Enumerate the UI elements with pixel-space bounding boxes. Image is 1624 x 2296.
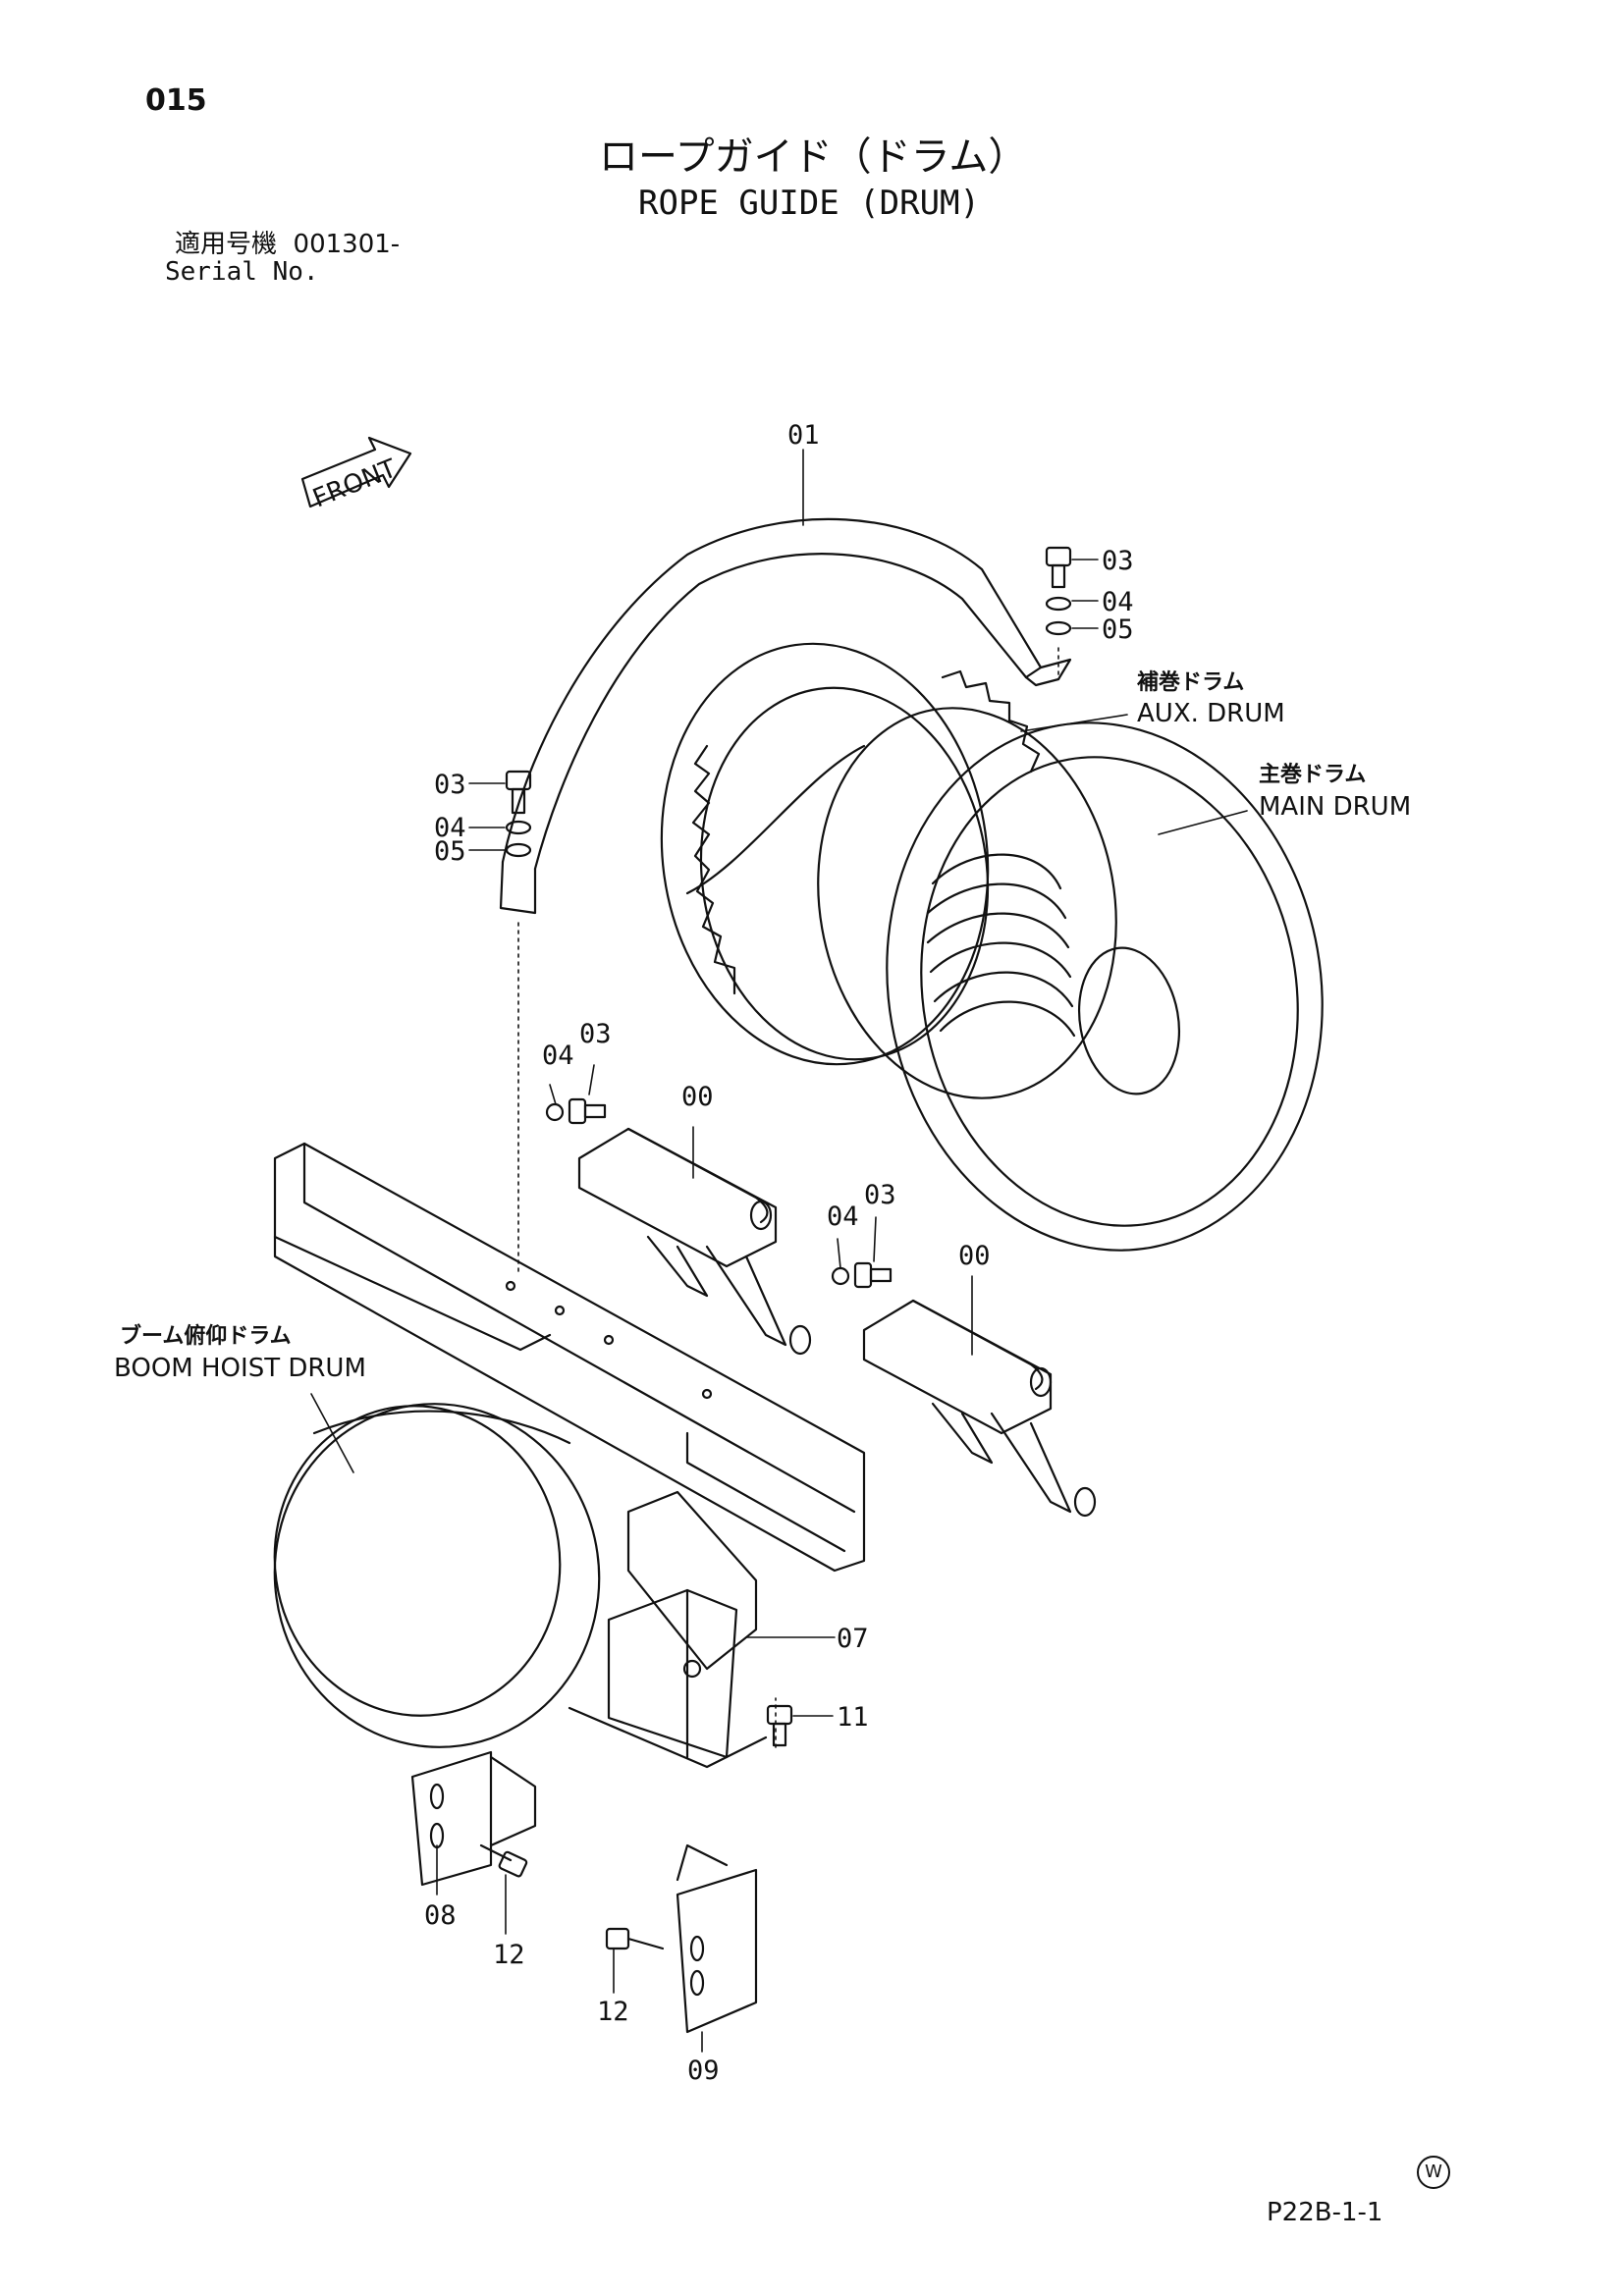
part-number-04: 04 — [827, 1201, 859, 1232]
bolt-12-right — [605, 1927, 665, 1950]
front-arrow-icon: FRONT — [300, 436, 412, 514]
bolt-11 — [766, 1704, 793, 1747]
title-japanese: ロープガイド（ドラム） — [599, 134, 1028, 180]
part-number-11: 11 — [837, 1702, 869, 1733]
boom-hoist-drum — [273, 1403, 601, 1748]
rope-guide-band — [499, 517, 1072, 915]
roller-guide-left — [577, 1127, 812, 1356]
part-number-04: 04 — [434, 813, 466, 843]
serial-value: 001301- — [293, 230, 401, 259]
bolt-set-roller-right — [831, 1261, 893, 1289]
serial-label-english: Serial No. — [165, 257, 319, 287]
part-number-00: 00 — [958, 1241, 991, 1271]
leader-lines — [310, 449, 1248, 2053]
page-number: 015 — [145, 83, 207, 118]
part-number-03: 03 — [579, 1019, 612, 1049]
callout-aux-drum-en: AUX. DRUM — [1137, 699, 1285, 728]
part-number-05: 05 — [1102, 614, 1134, 645]
callout-boom-hoist-drum-en: BOOM HOIST DRUM — [114, 1354, 366, 1383]
bolt-12-left — [479, 1843, 528, 1878]
callout-main-drum-en: MAIN DRUM — [1259, 792, 1411, 822]
part-number-05: 05 — [434, 836, 466, 867]
bolt-set-left — [505, 770, 532, 858]
part-number-00: 00 — [681, 1082, 714, 1112]
part-number-08: 08 — [424, 1900, 457, 1931]
bracket-07 — [568, 1490, 768, 1769]
frame-beam — [273, 1142, 866, 1573]
part-number-04: 04 — [542, 1041, 574, 1071]
page-code: P22B-1-1 — [1267, 2198, 1383, 2227]
part-number-12: 12 — [493, 1940, 525, 1970]
part-number-01: 01 — [787, 420, 820, 451]
serial-line-japanese: 適用号機 001301- — [175, 232, 400, 257]
bolt-set-roller-left — [545, 1097, 607, 1125]
serial-label-ja: 適用号機 — [175, 230, 278, 259]
callout-aux-drum-ja: 補巻ドラム — [1136, 669, 1244, 695]
aux-drum — [660, 642, 1041, 1066]
part-number-12: 12 — [597, 1997, 629, 2027]
part-number-03: 03 — [864, 1180, 896, 1210]
roller-guide-right — [862, 1299, 1097, 1518]
part-number-07: 07 — [837, 1624, 869, 1654]
part-number-09: 09 — [687, 2056, 720, 2086]
plate-08 — [410, 1750, 537, 1887]
part-number-04: 04 — [1102, 587, 1134, 617]
part-number-03: 03 — [1102, 546, 1134, 576]
callout-main-drum-ja: 主巻ドラム — [1259, 762, 1366, 787]
front-label: FRONT — [309, 454, 402, 513]
plate-09 — [676, 1843, 758, 2034]
bolt-set-right — [1045, 546, 1072, 636]
title-english: ROPE GUIDE (DRUM) — [638, 184, 980, 223]
part-number-03: 03 — [434, 770, 466, 800]
w-mark-icon: W — [1417, 2156, 1450, 2189]
callout-boom-hoist-drum-ja: ブーム俯仰ドラム — [120, 1323, 292, 1349]
